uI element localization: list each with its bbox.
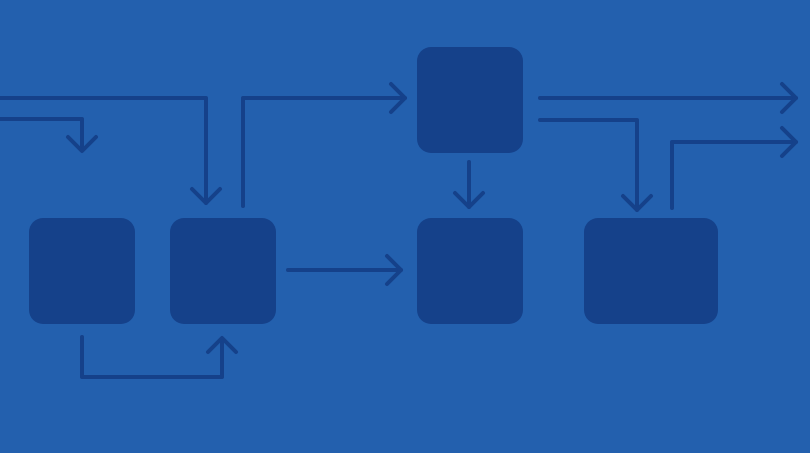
edge-3-out-arrow: [538, 82, 798, 114]
edge-1-to-2-arrow: [80, 335, 238, 379]
flow-node-4: [417, 218, 523, 324]
flow-node-5: [584, 218, 718, 324]
edge-3-to-5-arrow: [538, 118, 653, 212]
edge-3-to-4-arrow: [453, 160, 485, 209]
flow-node-2: [170, 218, 276, 324]
edge-5-out-arrow: [670, 126, 798, 210]
flow-node-3: [417, 47, 523, 153]
edge-2-to-4-arrow: [286, 254, 403, 286]
edge-in-top-arrow: [0, 96, 222, 205]
flow-node-1: [29, 218, 135, 324]
edge-2-to-3-arrow: [241, 82, 407, 208]
edge-in-short-arrow: [0, 117, 98, 153]
